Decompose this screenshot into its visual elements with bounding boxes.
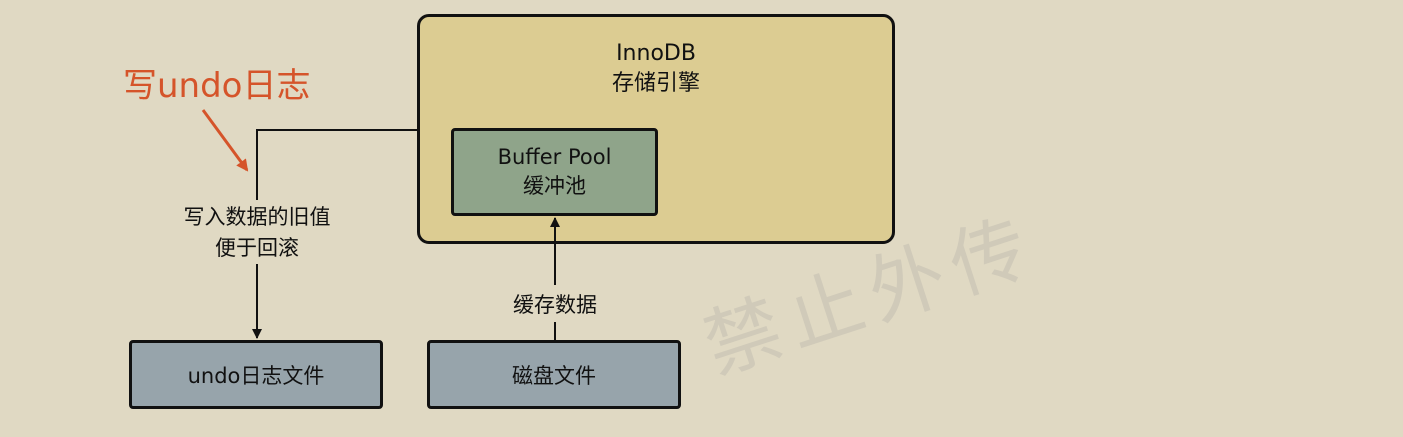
innodb-title: InnoDB xyxy=(616,41,696,66)
buffer-pool-subtitle: 缓冲池 xyxy=(523,174,586,198)
buffer-pool-box: Buffer Pool 缓冲池 xyxy=(451,128,658,216)
cache-data-label: 缓存数据 xyxy=(513,293,597,317)
annotation-pointer-arrow xyxy=(201,109,249,172)
write-old-value-label: 写入数据的旧值 便于回滚 xyxy=(157,202,357,264)
undo-write-arrow xyxy=(256,129,417,200)
buffer-pool-title: Buffer Pool xyxy=(497,145,612,169)
write-old-value-line2: 便于回滚 xyxy=(215,236,299,260)
write-old-value-line1: 写入数据的旧值 xyxy=(183,205,331,229)
undo-log-file-box: undo日志文件 xyxy=(129,340,383,409)
write-undo-log-annotation: 写undo日志 xyxy=(123,66,311,106)
innodb-subtitle: 存储引擎 xyxy=(611,71,700,96)
disk-file-label: 磁盘文件 xyxy=(512,363,596,388)
disk-file-box: 磁盘文件 xyxy=(427,340,681,409)
undo-log-file-label: undo日志文件 xyxy=(187,363,325,388)
